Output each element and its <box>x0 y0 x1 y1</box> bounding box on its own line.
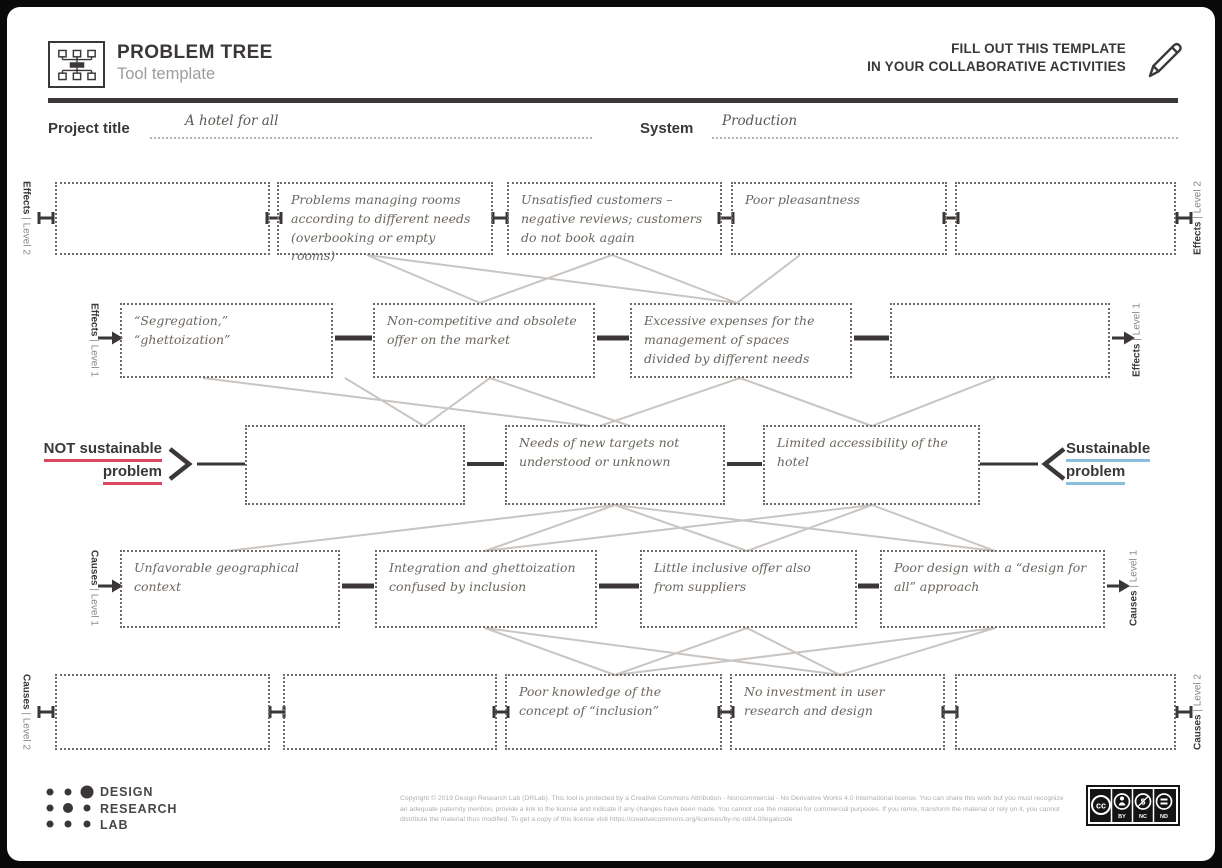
sustainable-line1: Sustainable <box>1066 439 1151 462</box>
cta-line1: FILL OUT THIS TEMPLATE <box>951 41 1126 56</box>
system-label: System <box>640 120 694 137</box>
effects-level1-box-3[interactable]: Excessive expenses for the management of… <box>630 303 852 378</box>
causes-level2-label-left: Causes | Level 2 <box>21 674 32 750</box>
cta-text: FILL OUT THIS TEMPLATE IN YOUR COLLABORA… <box>690 40 1126 76</box>
logo-line3: LAB <box>100 818 129 832</box>
causes-level1-box-3[interactable]: Little inclusive offer also from supplie… <box>640 550 857 628</box>
cc-icon: cc <box>1091 795 1111 815</box>
effects-level1-box-2[interactable]: Non-competitive and obsolete offer on th… <box>373 303 595 378</box>
cc-by-icon: BY <box>1113 793 1131 820</box>
tree-glyph <box>57 49 96 80</box>
causes-level2-box-5[interactable] <box>955 674 1176 750</box>
effects-level2-box-4[interactable]: Poor pleasantness <box>731 182 947 255</box>
label-bold: Effects <box>20 181 32 215</box>
central-box-1[interactable] <box>245 425 465 505</box>
effects-level1-box-4[interactable] <box>890 303 1110 378</box>
page-subtitle: Tool template <box>117 65 216 83</box>
cc-license-badge: cc BY $ NC ND <box>1086 785 1180 826</box>
not-sustainable-label: NOT sustainable problem <box>30 439 162 485</box>
label-rest: | Level 1 <box>1131 303 1143 341</box>
label-rest: | Level 1 <box>88 339 100 377</box>
cta-line2: IN YOUR COLLABORATIVE ACTIVITIES <box>867 59 1126 74</box>
label-bold: Effects <box>1192 221 1204 255</box>
effects-level1-label-left: Effects | Level 1 <box>89 303 100 377</box>
label-bold: Causes <box>88 550 100 586</box>
label-rest: | Level 2 <box>20 217 32 255</box>
label-rest: | Level 2 <box>20 712 32 750</box>
pencil-icon <box>1148 42 1182 78</box>
causes-level2-box-3[interactable]: Poor knowledge of the concept of “inclus… <box>505 674 722 750</box>
svg-text:BY: BY <box>1118 814 1126 820</box>
effects-level2-box-3[interactable]: Unsatisfied customers – negative reviews… <box>507 182 722 255</box>
system-field[interactable]: Production <box>712 113 1178 139</box>
cc-nc-icon: $ NC <box>1134 793 1152 820</box>
label-rest: | Level 1 <box>1128 550 1140 588</box>
causes-level2-box-4[interactable]: No investment in user research and desig… <box>730 674 945 750</box>
sustainable-label: Sustainable problem <box>1066 439 1186 485</box>
label-bold: Causes <box>1192 714 1204 750</box>
effects-level2-box-1[interactable] <box>55 182 270 255</box>
label-bold: Causes <box>1128 590 1140 626</box>
effects-level1-box-1[interactable]: “Segregation,” “ghettoization” <box>120 303 333 378</box>
problem-tree-icon <box>48 41 105 88</box>
logo-line1: DESIGN <box>100 785 154 799</box>
drlab-dots-logo <box>46 785 94 828</box>
logo-line2: RESEARCH <box>100 801 178 816</box>
causes-level2-box-2[interactable] <box>283 674 497 750</box>
svg-text:ND: ND <box>1160 814 1168 820</box>
causes-level2-label-right: Causes | Level 2 <box>1193 674 1204 750</box>
project-title-label: Project title <box>48 120 130 137</box>
cc-nd-icon: ND <box>1155 793 1173 820</box>
causes-level1-box-4[interactable]: Poor design with a “design for all” appr… <box>880 550 1105 628</box>
label-rest: | Level 2 <box>1192 674 1204 712</box>
label-rest: | Level 2 <box>1192 181 1204 219</box>
effects-level2-label-right: Effects | Level 2 <box>1193 181 1204 255</box>
drlab-logo-text: DESIGN RESEARCH LAB <box>100 784 177 834</box>
effects-level2-box-5[interactable] <box>955 182 1176 255</box>
central-box-2[interactable]: Needs of new targets not understood or u… <box>505 425 725 505</box>
header-divider <box>48 98 1178 103</box>
page-title: PROBLEM TREE <box>117 42 273 63</box>
sustainable-line2: problem <box>1066 462 1126 485</box>
effects-level1-label-right: Effects | Level 1 <box>1132 303 1143 377</box>
label-bold: Effects <box>1131 343 1143 377</box>
causes-level1-box-1[interactable]: Unfavorable geographical context <box>120 550 340 628</box>
effects-level2-box-2[interactable]: Problems managing rooms according to dif… <box>277 182 493 263</box>
label-bold: Effects <box>88 303 100 337</box>
causes-level1-label-right: Causes | Level 1 <box>1129 550 1140 626</box>
svg-text:NC: NC <box>1139 814 1147 820</box>
copyright-text: Copyright © 2019 Design Research Lab (DR… <box>400 795 1064 824</box>
project-title-field[interactable]: A hotel for all <box>150 113 592 139</box>
effects-level2-label-left: Effects | Level 2 <box>21 181 32 255</box>
svg-text:cc: cc <box>1096 801 1106 811</box>
causes-level2-box-1[interactable] <box>55 674 270 750</box>
not-sustainable-line2: problem <box>102 462 162 485</box>
label-rest: | Level 1 <box>88 588 100 626</box>
causes-level1-label-left: Causes | Level 1 <box>89 550 100 626</box>
not-sustainable-line1: NOT sustainable <box>43 439 162 462</box>
central-box-3[interactable]: Limited accessibility of the hotel <box>763 425 980 505</box>
causes-level1-box-2[interactable]: Integration and ghettoization confused b… <box>375 550 597 628</box>
label-bold: Causes <box>20 674 32 710</box>
